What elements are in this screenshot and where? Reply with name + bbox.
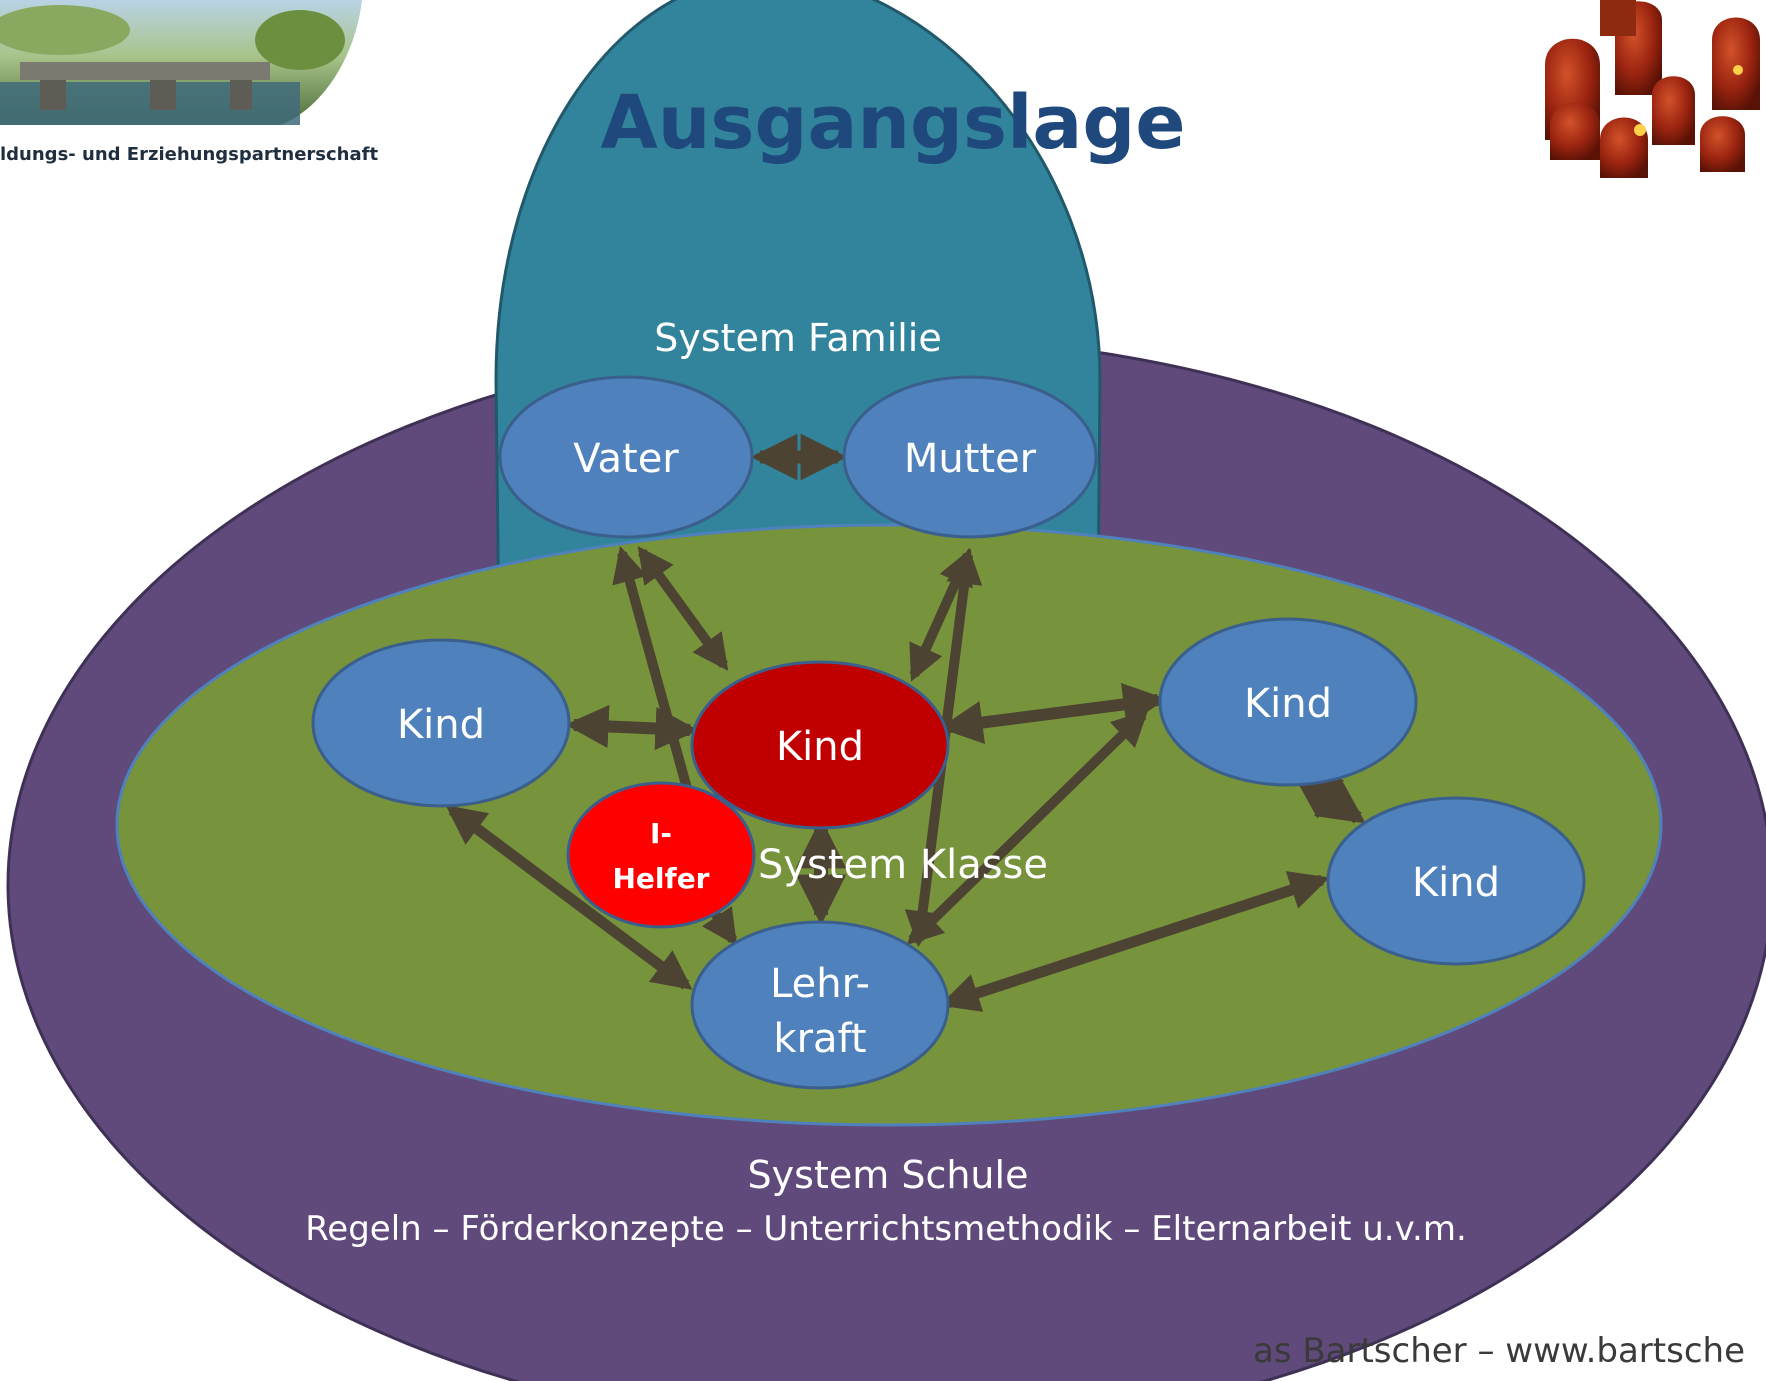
- logo-caption: ldungs- und Erziehungspartnerschaft: [0, 144, 378, 165]
- system-schule-subtitle: Regeln – Förderkonzepte – Unterrichtsmet…: [305, 1209, 1467, 1249]
- node-kind-center-label: Kind: [776, 724, 864, 770]
- node-kind-left-label: Kind: [397, 702, 485, 748]
- node-i-helfer: [566, 781, 756, 929]
- page-title: Ausgangslage: [600, 80, 1185, 166]
- arrow-vater-lehrkraft: [612, 546, 693, 794]
- arrow-vater-kind-center: [637, 546, 729, 671]
- system-schule-label: System Schule: [748, 1153, 1029, 1197]
- wooden-figures-photo: [1500, 0, 1766, 180]
- system-klasse-label: System Klasse: [758, 842, 1048, 888]
- node-vater: [498, 375, 754, 539]
- node-kind-right-top: [1158, 617, 1418, 787]
- node-kind-left: [311, 638, 571, 808]
- arrow-kind-left-lehrkraft: [445, 805, 693, 990]
- node-mutter-label: Mutter: [904, 436, 1037, 482]
- node-lehrkraft-label-line1: Lehr-: [770, 961, 870, 1007]
- logo-photo: [0, 0, 362, 125]
- node-vater-label: Vater: [573, 436, 679, 482]
- arrow-kind-right-bottom-lehrkraft: [939, 871, 1330, 1012]
- node-kind-right-top-label: Kind: [1244, 681, 1332, 727]
- node-lehrkraft-label-line2: kraft: [773, 1016, 866, 1062]
- node-mutter: [842, 375, 1098, 539]
- system-familie-label: System Familie: [654, 316, 942, 360]
- node-i-helfer-label-line1: I-: [650, 817, 672, 850]
- node-kind-center: [690, 660, 950, 830]
- node-lehrkraft: [690, 920, 950, 1090]
- footer-credit: as Bartscher – www.bartsche: [1253, 1331, 1745, 1371]
- node-i-helfer-label-line2: Helfer: [612, 862, 709, 895]
- arrow-kind-left-kind-center: [565, 704, 699, 751]
- node-kind-right-bottom: [1326, 796, 1586, 966]
- relations: [445, 433, 1366, 1012]
- node-kind-right-bottom-label: Kind: [1412, 860, 1500, 906]
